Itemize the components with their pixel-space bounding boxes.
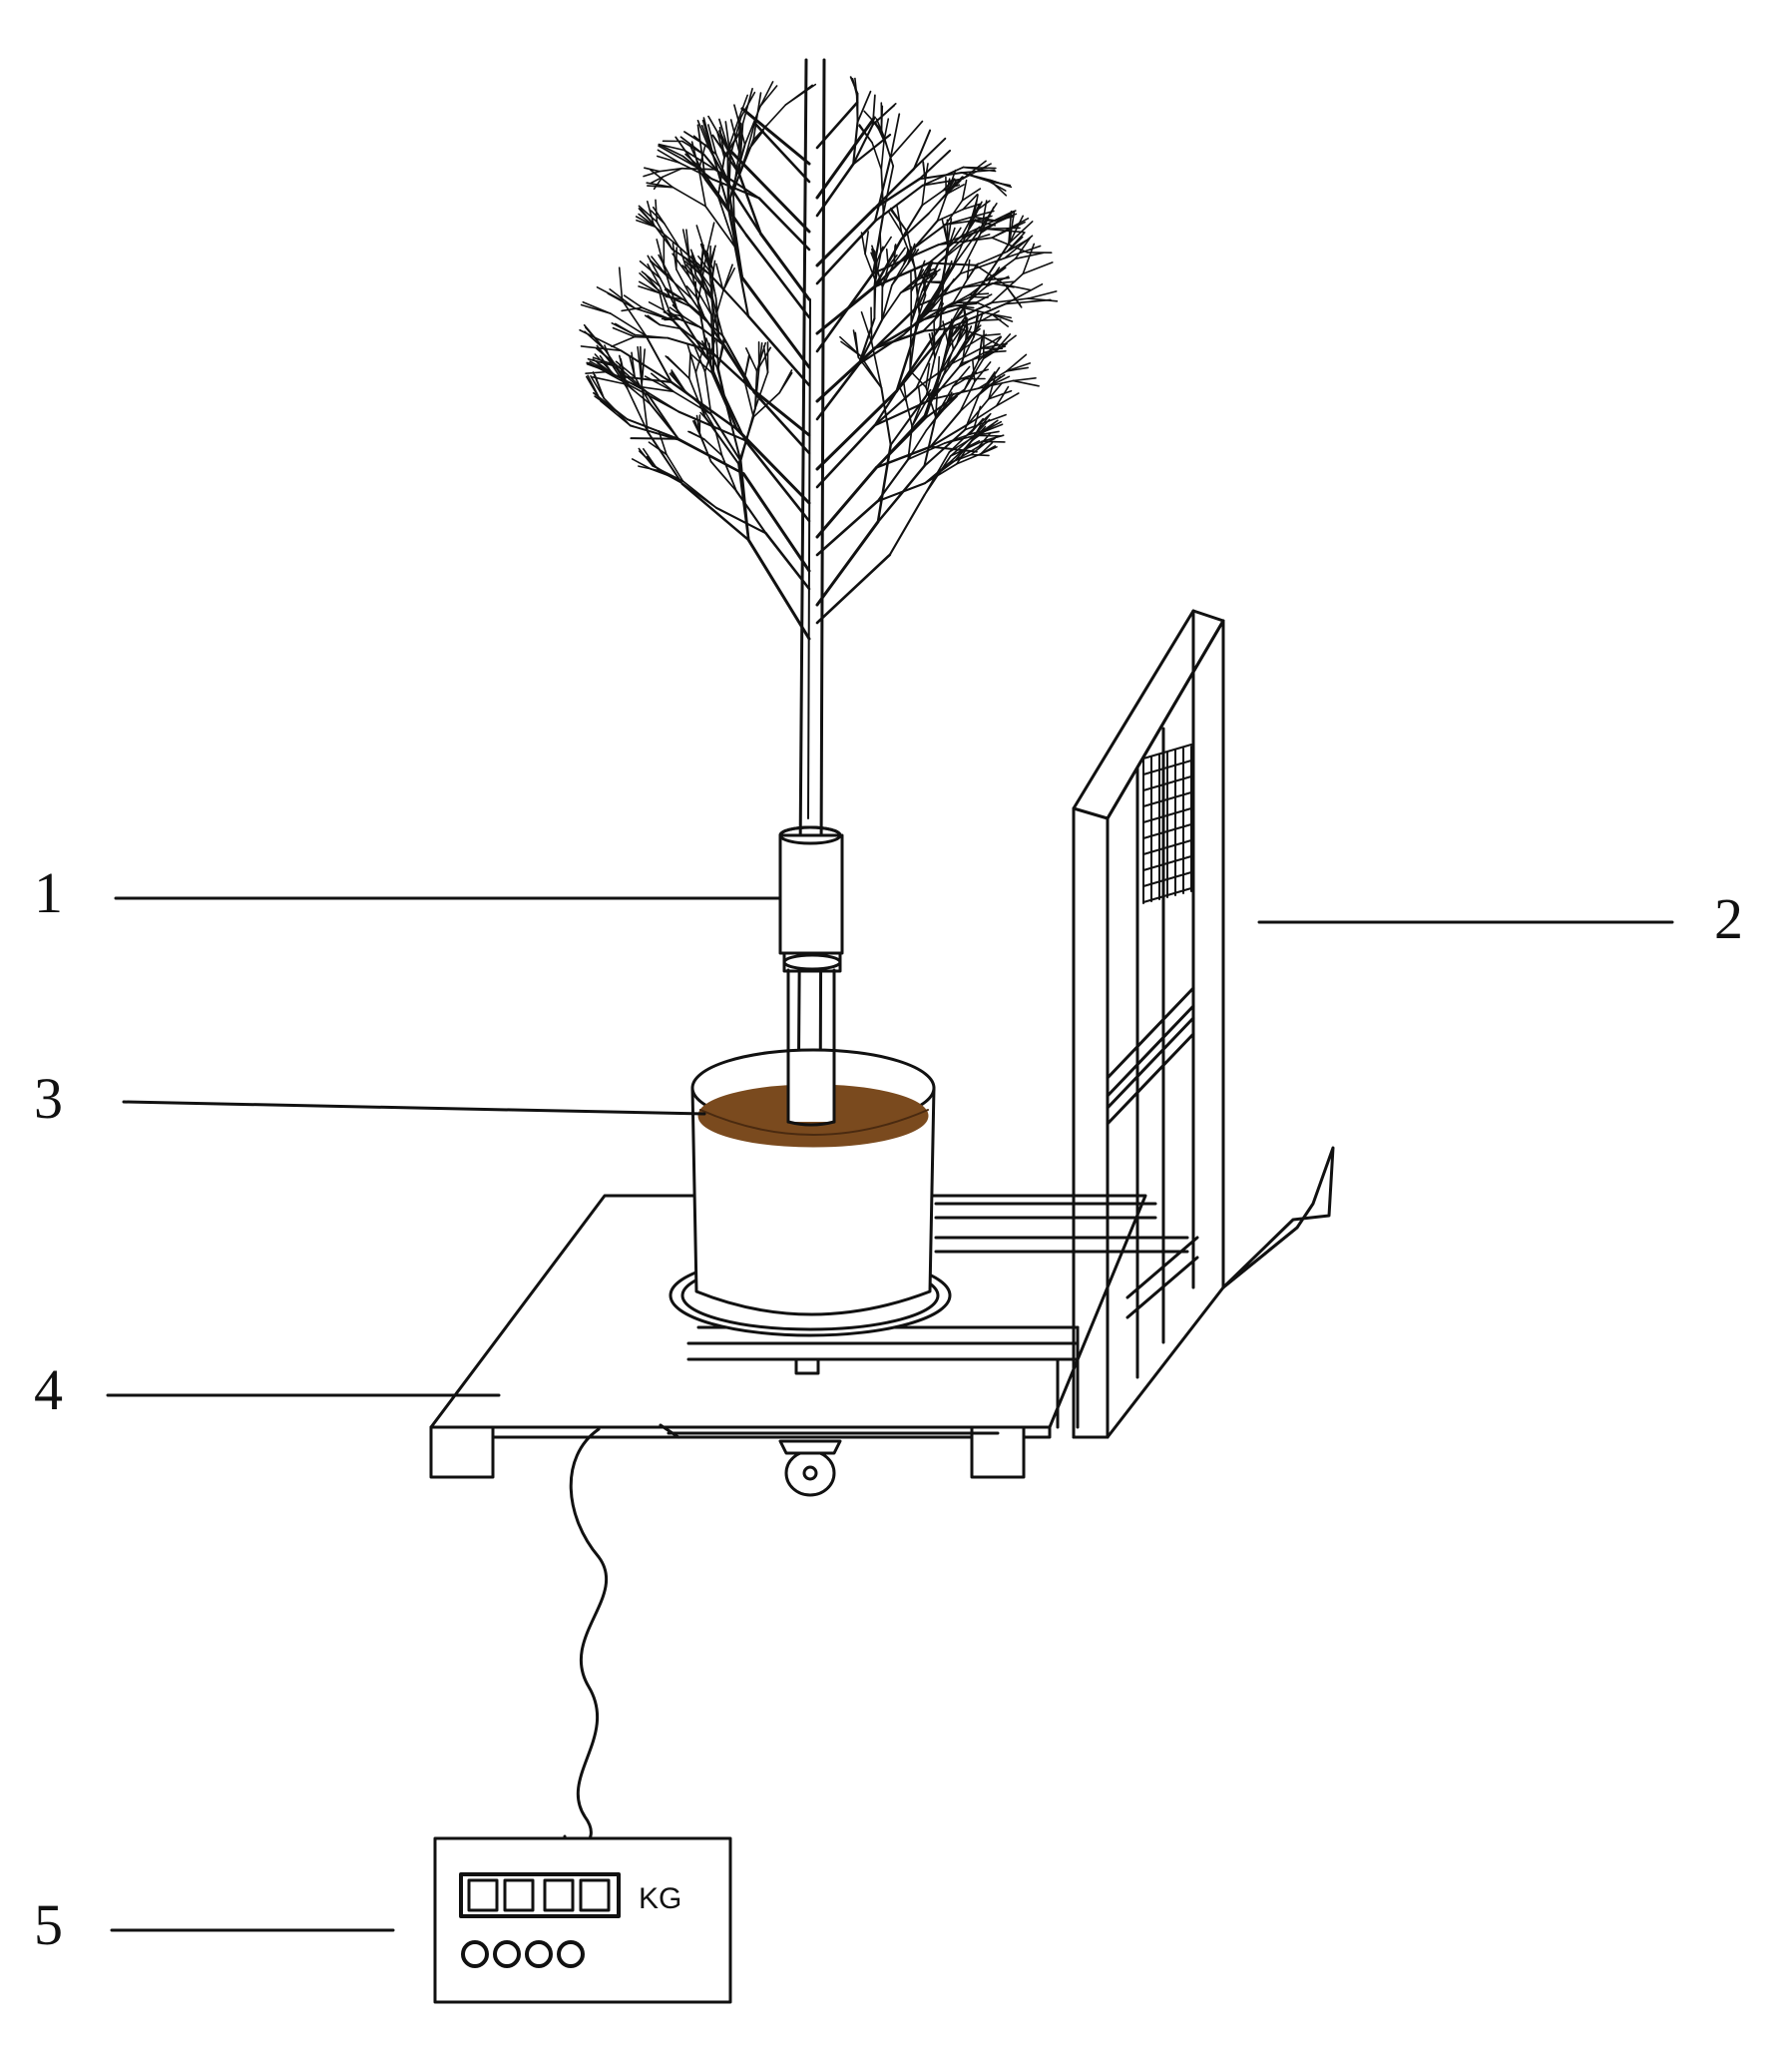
leader-line-3 xyxy=(124,1102,704,1114)
callout-2: 2 xyxy=(1714,890,1743,948)
callout-5: 5 xyxy=(34,1896,63,1954)
scale-cable xyxy=(565,1429,607,1846)
frame-grid-panel xyxy=(1143,745,1191,903)
callout-3: 3 xyxy=(34,1070,63,1128)
callout-1: 1 xyxy=(34,864,63,922)
scale-display-unit: KG xyxy=(435,1838,730,2002)
plant-pot xyxy=(671,970,950,1335)
tree-crown xyxy=(580,77,1057,639)
callout-4: 4 xyxy=(34,1361,63,1419)
unit-label: KG xyxy=(639,1882,681,1915)
weight-readout xyxy=(461,1874,619,1916)
